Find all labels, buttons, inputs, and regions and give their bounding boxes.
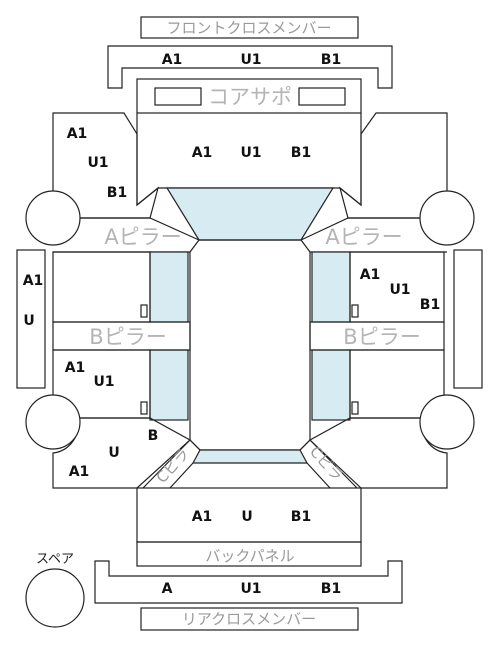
- wheel-rear-right[interactable]: [419, 394, 475, 450]
- lr-quarter-code-1: B: [148, 428, 159, 444]
- b-pillar-left[interactable]: [52, 321, 191, 351]
- left-sill-code-2: U: [23, 313, 34, 329]
- fl-fender-code-2: U1: [87, 155, 108, 171]
- left-front-door[interactable]: [52, 251, 151, 323]
- handle-rr: [351, 401, 359, 415]
- handle-lf: [140, 304, 148, 318]
- b-pillar-right[interactable]: [309, 321, 445, 351]
- left-rear-window: [149, 349, 189, 421]
- core-support-label: コアサポ: [208, 85, 292, 109]
- fl-fender-code-3: B1: [107, 185, 127, 201]
- fl-fender-code-1: A1: [67, 126, 88, 142]
- a-pillar-right-label: Aピラー: [325, 225, 402, 249]
- core-support-slot-right: [298, 87, 346, 106]
- wheel-rear-left[interactable]: [25, 394, 81, 450]
- front-cross-member-label-box: [140, 16, 359, 39]
- back-panel-label: バックパネル: [205, 547, 294, 565]
- front-cross-code-2: U1: [240, 52, 261, 68]
- right-side-sill[interactable]: [453, 249, 483, 389]
- wheel-front-right[interactable]: [419, 190, 475, 246]
- rear-cross-member-label: リアクロスメンバー: [182, 610, 316, 628]
- front-cross-member-label: フロントクロスメンバー: [166, 19, 331, 37]
- rf-door-code-2: U1: [389, 282, 410, 298]
- left-front-window: [149, 251, 189, 323]
- wheel-spare[interactable]: [25, 568, 85, 628]
- right-rear-window: [311, 349, 351, 421]
- lr-door-code-1: A1: [65, 360, 86, 376]
- b-pillar-left-label: Bピラー: [89, 325, 166, 349]
- rear-cross-code-1: A: [162, 581, 173, 597]
- front-cross-code-3: B1: [321, 52, 341, 68]
- rear-window: [191, 449, 309, 464]
- c-pillar-lines: [142, 439, 358, 489]
- c-pillar-right-label: Cピラ: [306, 443, 346, 485]
- rear-cross-code-3: B1: [321, 581, 341, 597]
- core-support-panel[interactable]: [136, 78, 362, 114]
- c-pillar-inner: [169, 462, 331, 489]
- handle-lr: [140, 401, 148, 415]
- rear-cross-code-2: U1: [240, 581, 261, 597]
- trunk-code-2: U: [241, 509, 252, 525]
- b-pillar-right-label: Bピラー: [343, 325, 420, 349]
- hood-code-1: A1: [192, 145, 213, 161]
- rear-cross-member[interactable]: [94, 560, 403, 604]
- hood-code-3: B1: [291, 145, 311, 161]
- c-pillar-left-label: Cピラ: [153, 445, 193, 487]
- rear-cross-member-label-box: [140, 607, 359, 631]
- left-side-sill[interactable]: [16, 249, 46, 389]
- lr-quarter-code-3: A1: [69, 464, 90, 480]
- windshield: [165, 187, 335, 241]
- hood-code-2: U1: [240, 145, 261, 161]
- a-pillar-right-shape: [300, 217, 447, 241]
- core-support-slot-left: [154, 87, 202, 106]
- back-panel[interactable]: [136, 541, 362, 567]
- rf-door-code-3: B1: [420, 297, 440, 313]
- front-cross-member[interactable]: [107, 45, 393, 89]
- c-pillar-corners: [189, 439, 311, 451]
- lr-door-code-2: U1: [93, 374, 114, 390]
- trunk-code-1: A1: [192, 509, 213, 525]
- roof[interactable]: [189, 239, 311, 451]
- trunk-code-3: B1: [291, 509, 311, 525]
- a-pillar-left-shape: [53, 217, 200, 241]
- handle-rf: [351, 304, 359, 318]
- left-sill-code-1: A1: [23, 273, 44, 289]
- front-cross-code-1: A1: [162, 52, 183, 68]
- rf-door-code-1: A1: [360, 267, 381, 283]
- right-front-window: [311, 251, 351, 323]
- lr-quarter-code-2: U: [108, 445, 119, 461]
- spare-label: スペア: [36, 552, 74, 567]
- wheel-front-left[interactable]: [25, 190, 81, 246]
- a-pillar-left-label: Aピラー: [104, 225, 181, 249]
